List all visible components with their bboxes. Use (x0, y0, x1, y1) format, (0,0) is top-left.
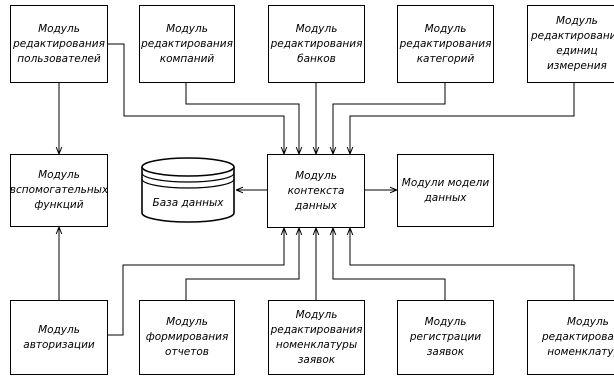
database-cylinder (141, 157, 235, 223)
module-categories-editing: Модуль редактирования категорий (397, 5, 494, 83)
module-data-models: Модули модели данных (397, 154, 494, 227)
module-nomenclature-requests-editing: Модуль редактирования номенклатуры заяво… (268, 300, 365, 375)
module-reports: Модуль формирования отчетов (139, 300, 235, 375)
edge-categories-to-context (333, 83, 446, 154)
edge-nomenclature-to-context (350, 228, 575, 300)
database-label: База данных (152, 197, 224, 209)
edge-auth-to-context (108, 228, 284, 336)
module-data-context: Модуль контекста данных (267, 154, 365, 228)
edge-companies-to-context (185, 83, 299, 154)
module-units-editing: Модуль редактирования единиц измерения (527, 5, 614, 83)
module-authorization: Модуль авторизации (10, 300, 108, 375)
module-requests-registration: Модуль регистрации заявок (397, 300, 494, 375)
edge-reports-to-context (185, 228, 299, 300)
module-aux-functions: Модуль вспомогательных функций (10, 154, 108, 227)
module-nomenclature-editing: Модуль редактирования номенклатуры (527, 300, 614, 375)
module-companies-editing: Модуль редактирования компаний (139, 5, 235, 83)
edge-users-to-context (108, 43, 284, 154)
edge-registration-to-context (333, 228, 446, 300)
module-users-editing: Модуль редактирования пользователей (10, 5, 108, 83)
module-banks-editing: Модуль редактирования банков (268, 5, 365, 83)
edge-units-to-context (350, 83, 575, 154)
